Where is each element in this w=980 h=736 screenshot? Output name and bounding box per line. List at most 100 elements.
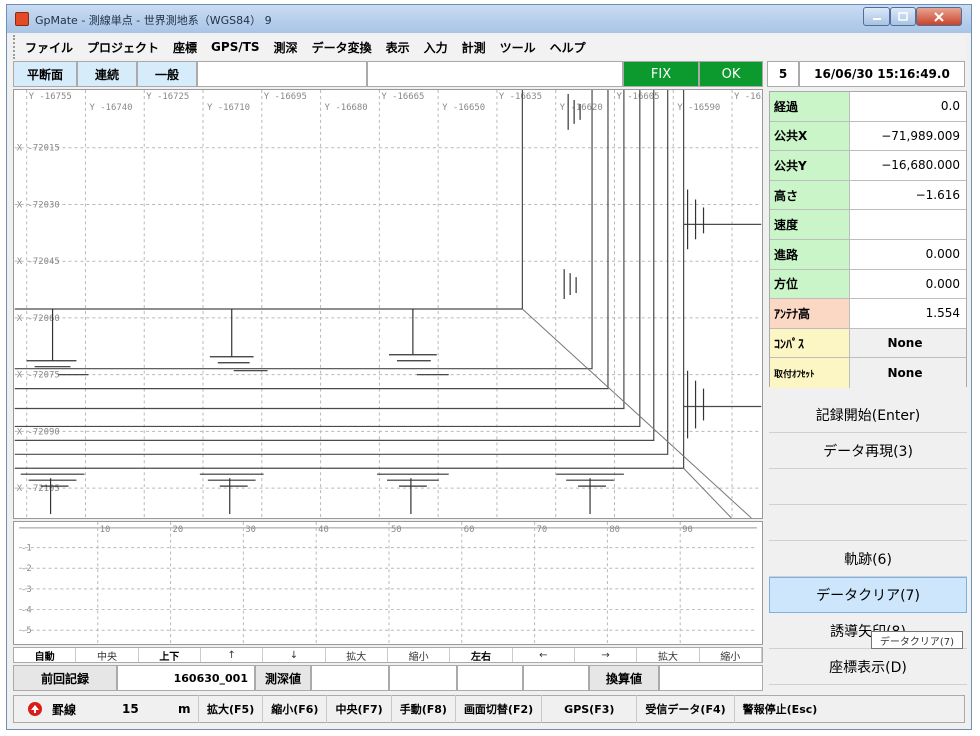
profile-x-tick: 50 — [391, 525, 402, 535]
compass-label: ｺﾝﾊﾟｽ — [770, 328, 850, 358]
receive-data-button[interactable]: 受信データ(F4) — [636, 695, 733, 723]
continuous-mode-tab[interactable]: 連続 — [77, 61, 137, 87]
blank-action-2 — [769, 505, 967, 541]
center-button[interactable]: 中央(F7) — [326, 695, 390, 723]
maximize-button[interactable] — [890, 7, 916, 26]
menu-data-convert[interactable]: データ変換 — [311, 40, 372, 55]
menu-input[interactable]: 入力 — [423, 40, 448, 55]
profile-x-tick: 90 — [682, 525, 693, 535]
alarm-stop-button[interactable]: 警報停止(Esc) — [733, 695, 826, 723]
plan-y-label: Y -16710 — [207, 103, 250, 113]
general-mode-tab[interactable]: 一般 — [137, 61, 197, 87]
nav-zoom-in-horizontal-button[interactable]: 拡大 — [637, 648, 700, 663]
profile-depth-tick: -5 — [21, 626, 32, 636]
menu-bar: ファイル プロジェクト 座標 GPS/TS 測深 データ変換 表示 入力 計測 … — [13, 35, 965, 59]
minimize-button[interactable] — [863, 7, 890, 26]
title-bar[interactable]: GpMate - 測線単点 - 世界測地系（WGS84） 9 — [7, 5, 971, 33]
plan-x-label: X -72030 — [17, 200, 60, 210]
plan-y-label: Y -16740 — [89, 103, 132, 113]
app-icon — [15, 12, 29, 26]
nav-down-arrow-button[interactable]: ↓ — [263, 648, 326, 662]
compass-value: None — [850, 328, 966, 358]
nav-auto-button[interactable]: 自動 — [14, 648, 77, 663]
zoom-out-button[interactable]: 縮小(F6) — [262, 695, 326, 723]
data-clear-tooltip: データクリア(7) — [871, 631, 963, 649]
up-arrow-glyph — [31, 705, 39, 713]
plan-y-label: Y -16605 — [616, 92, 659, 102]
plan-y-label: Y -16620 — [560, 103, 603, 113]
nav-left-arrow-button[interactable]: ← — [513, 648, 575, 662]
plan-grid — [14, 90, 762, 518]
profile-x-tick: 70 — [537, 525, 548, 535]
height-value: −1.616 — [850, 180, 966, 210]
menu-measure[interactable]: 計測 — [461, 40, 486, 55]
screen-switch-button[interactable]: 画面切替(F2) — [454, 695, 541, 723]
coord-display-button[interactable]: 座標表示(D) — [769, 649, 967, 685]
plan-y-label: Y -16590 — [677, 103, 720, 113]
menu-sounding[interactable]: 測深 — [273, 40, 298, 55]
info-row-offset: 取付ｵﾌｾｯﾄ None — [770, 358, 966, 388]
info-row-compass: ｺﾝﾊﾟｽ None — [770, 328, 966, 359]
nav-updown-button[interactable]: 上下 — [139, 648, 201, 663]
app-window: GpMate - 測線単点 - 世界測地系（WGS84） 9 ファイル プロジェ… — [6, 4, 972, 730]
nav-zoom-in-vertical-button[interactable]: 拡大 — [326, 648, 388, 663]
menu-tools[interactable]: ツール — [499, 40, 536, 55]
menu-project[interactable]: プロジェクト — [87, 40, 160, 55]
plan-y-label: Y -16650 — [442, 103, 485, 113]
info-row-x: 公共X −71,989.009 — [770, 121, 966, 152]
nav-up-arrow-button[interactable]: ↑ — [201, 648, 264, 662]
track-button[interactable]: 軌跡(6) — [769, 541, 967, 577]
gps-button[interactable]: GPS(F3) — [541, 695, 636, 723]
record-start-button[interactable]: 記録開始(Enter) — [769, 397, 967, 433]
depth-value-cell-4 — [523, 665, 589, 691]
speed-value — [850, 210, 966, 239]
view-nav-bar: 自動 中央 上下 ↑ ↓ 拡大 縮小 左右 ← → 拡大 縮小 — [13, 647, 763, 663]
depth-value-label: 測深値 — [255, 665, 311, 691]
plan-y-label: Y -16755 — [29, 92, 72, 102]
menu-view[interactable]: 表示 — [385, 40, 410, 55]
satellite-count: 5 — [767, 61, 799, 87]
antenna-height-value: 1.554 — [850, 299, 966, 328]
profile-x-tick: 60 — [464, 525, 475, 535]
manual-button[interactable]: 手動(F8) — [390, 695, 455, 723]
close-button[interactable] — [916, 7, 962, 26]
nav-zoom-out-horizontal-button[interactable]: 縮小 — [700, 648, 762, 663]
prev-record-value: 160630_001 — [117, 665, 255, 691]
menu-gps-ts[interactable]: GPS/TS — [211, 40, 260, 54]
menu-file[interactable]: ファイル — [25, 40, 74, 55]
plan-x-label: X -72075 — [17, 371, 60, 381]
course-value: 0.000 — [850, 239, 966, 269]
data-clear-button[interactable]: データクリア(7) — [769, 577, 967, 613]
profile-x-tick: 20 — [173, 525, 184, 535]
nav-center-button[interactable]: 中央 — [76, 648, 139, 663]
converted-value-label: 換算値 — [589, 665, 659, 691]
up-arrow-icon[interactable] — [28, 702, 42, 716]
profile-x-tick: 30 — [245, 525, 256, 535]
nav-zoom-out-vertical-button[interactable]: 縮小 — [388, 648, 451, 663]
nav-right-arrow-button[interactable]: → — [575, 648, 638, 662]
maximize-icon — [898, 11, 908, 21]
menu-coordinates[interactable]: 座標 — [173, 40, 198, 55]
profile-x-tick: 10 — [100, 525, 111, 535]
view-mode-tab[interactable]: 平断面 — [13, 61, 77, 87]
data-replay-button[interactable]: データ再現(3) — [769, 433, 967, 469]
profile-x-tick: 40 — [318, 525, 329, 535]
antenna-height-label: ｱﾝﾃﾅ高 — [770, 299, 850, 328]
depth-value-cell-3 — [457, 665, 523, 691]
gps-datetime: 16/06/30 15:16:49.0 — [799, 61, 965, 87]
menu-help[interactable]: ヘルプ — [549, 40, 586, 55]
info-row-speed: 速度 — [770, 210, 966, 240]
plan-x-label: X -72105 — [17, 484, 60, 494]
grid-line-value[interactable]: 15 — [122, 702, 139, 716]
plan-y-label: Y -16695 — [264, 92, 307, 102]
mode-blank-1 — [197, 61, 367, 87]
nav-leftright-button[interactable]: 左右 — [450, 648, 513, 663]
info-row-antenna: ｱﾝﾃﾅ高 1.554 — [770, 299, 966, 329]
zoom-in-button[interactable]: 拡大(F5) — [198, 695, 262, 723]
info-row-bearing: 方位 0.000 — [770, 269, 966, 300]
